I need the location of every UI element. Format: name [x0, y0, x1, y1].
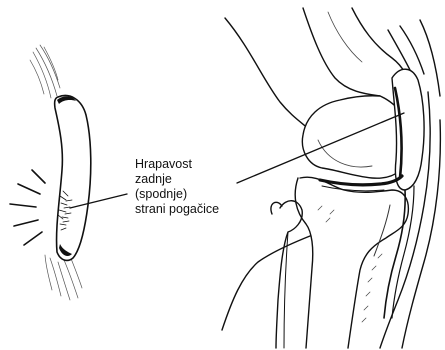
annotation-line-4: strani pogačice: [135, 202, 255, 217]
annotation-line-1: Hrapavost: [135, 157, 255, 172]
detached-patella: [10, 45, 91, 300]
leg-outline: [225, 18, 312, 132]
annotation-line-3: (spodnje): [135, 187, 255, 202]
emphasis-marks: [10, 170, 45, 245]
annotation-label: Hrapavost zadnje (spodnje) strani pogači…: [135, 157, 255, 217]
femur: [303, 8, 380, 96]
patella: [392, 69, 424, 190]
tibia: [300, 177, 408, 348]
annotation-line-2: zadnje: [135, 172, 255, 187]
fibula: [276, 201, 302, 348]
